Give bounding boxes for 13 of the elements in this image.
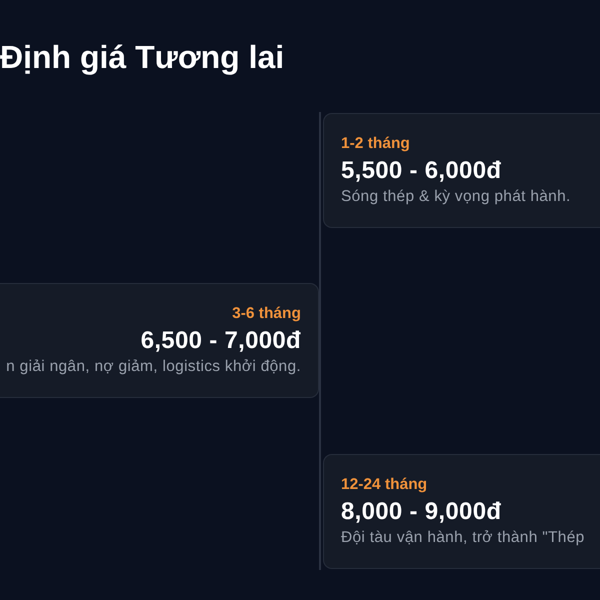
page-title: Định giá Tương lai [0,38,284,77]
description: Đội tàu vận hành, trở thành "Thép [341,528,585,547]
price-range: 6,500 - 7,000đ [140,327,301,355]
price-range: 5,500 - 6,000đ [341,157,502,185]
time-period: 12-24 tháng [341,475,428,494]
timeline-card [323,113,600,228]
timeline-card [0,283,319,398]
timeline-card [323,454,600,569]
description: Sóng thép & kỳ vọng phát hành. [341,187,571,206]
time-period: 1-2 tháng [341,134,410,153]
price-range: 8,000 - 9,000đ [341,498,502,526]
time-period: 3-6 tháng [232,304,301,323]
description: n giải ngân, nợ giảm, logistics khởi động. [6,357,301,376]
